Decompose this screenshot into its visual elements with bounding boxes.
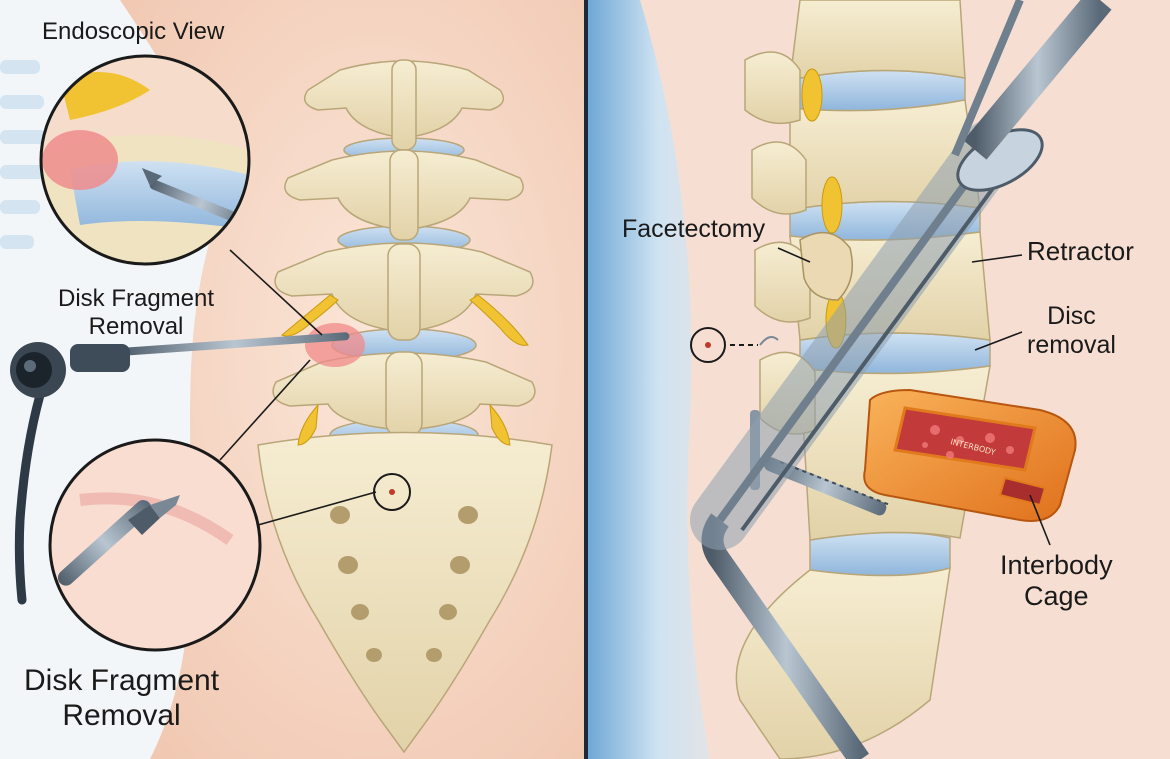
disk-fragment-removal-label-large: Disk Fragment Removal bbox=[24, 664, 220, 732]
leader-lines-left bbox=[219, 249, 377, 526]
interbody-cage-label: Interbody Cage bbox=[1000, 550, 1113, 612]
interbody-cage-graphic: INTERBODY bbox=[863, 388, 1077, 522]
disk-fragment-removal-label-small: Disk Fragment Removal bbox=[58, 285, 215, 340]
nerve-roots bbox=[281, 294, 529, 446]
leader-lines-right bbox=[777, 247, 1051, 546]
disc-removal-label: Disc removal bbox=[1027, 302, 1116, 359]
lumbar-spine bbox=[257, 59, 553, 754]
facet-fragment bbox=[799, 231, 853, 301]
facetectomy-label: Facetectomy bbox=[622, 215, 766, 243]
panel-divider bbox=[584, 0, 588, 759]
disk-fragment-inset bbox=[48, 438, 262, 652]
endoscopic-view-label: Endoscopic View bbox=[42, 18, 225, 45]
background-spine bbox=[0, 60, 46, 249]
retractor-label: Retractor bbox=[1027, 236, 1134, 266]
retractor-tube bbox=[690, 0, 1112, 759]
incision-marker bbox=[690, 327, 726, 363]
endoscope-instrument bbox=[10, 332, 350, 605]
endoscopic-view-inset bbox=[39, 54, 251, 266]
herniated-disc bbox=[305, 323, 365, 367]
